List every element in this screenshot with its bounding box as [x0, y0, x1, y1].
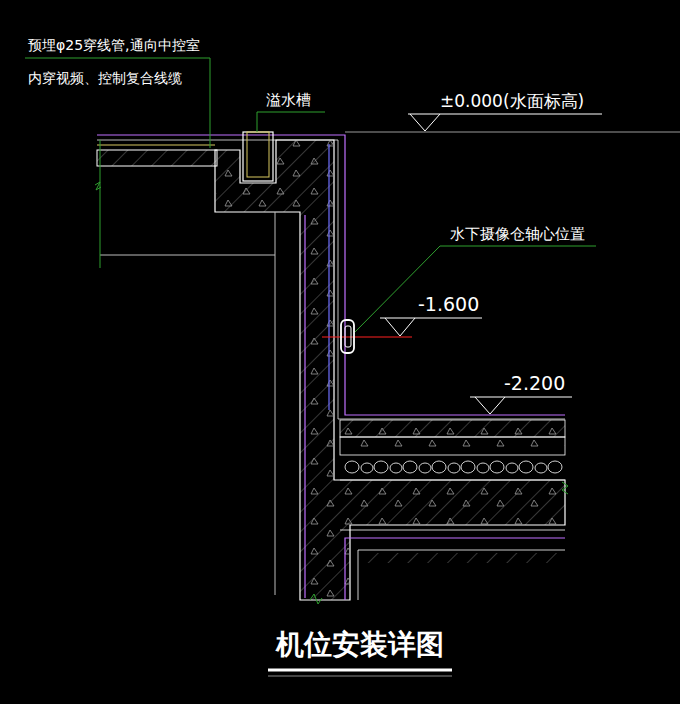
waterproof-layers	[97, 135, 565, 600]
gravel-layer-part	[390, 463, 402, 473]
concrete-structure	[97, 140, 565, 600]
part-name: 水下摄像仓轴心位置	[450, 226, 585, 243]
leader-lines-part	[257, 112, 325, 132]
gravel-layer-part	[519, 461, 533, 473]
cable-note: 内穿视频、控制复合线缆	[28, 71, 182, 86]
title-underline-part	[268, 676, 452, 677]
drawing-title: 机位安装详图	[276, 630, 444, 661]
elevation-value: -1.600	[418, 294, 479, 315]
concrete-structure-part	[215, 140, 565, 600]
overflow-gutter-part	[243, 132, 273, 181]
elevation-label: ±0.000(水面标高)	[440, 92, 584, 111]
building-lines-part	[275, 212, 276, 595]
leader-lines	[25, 58, 596, 332]
waterproof-layers-part	[328, 144, 329, 410]
waterproof-layers-part	[97, 140, 565, 419]
gravel-layer-part	[340, 480, 565, 481]
waterproof-layers-part	[358, 550, 565, 600]
leader-lines-part	[355, 246, 596, 332]
building-lines-part	[562, 482, 568, 494]
waterproof-layers-part	[97, 144, 215, 145]
concrete-structure-part	[340, 437, 565, 455]
waterproof-layers-part	[345, 538, 565, 600]
conduit-note: 预埋φ25穿线管,通向中控室	[28, 38, 200, 53]
waterproof-layers-part	[97, 135, 565, 415]
elevation-markers	[380, 114, 602, 414]
gravel-layer-part	[461, 461, 475, 473]
building-lines	[95, 140, 568, 604]
gravel-layer-part	[403, 461, 417, 473]
underwater-camera-part	[322, 336, 412, 337]
gravel-layer-part	[361, 463, 373, 473]
building-lines-part	[100, 140, 101, 268]
gravel-layer	[340, 461, 565, 480]
gravel-layer-part	[548, 461, 562, 473]
gravel-layer-part	[506, 463, 518, 473]
part-name: 溢水槽	[266, 92, 311, 109]
title-underline-part	[268, 669, 452, 672]
gravel-layer-part	[490, 461, 504, 473]
elevation-markers-part	[385, 318, 415, 336]
concrete-structure-part	[97, 150, 217, 166]
elevation-markers-part	[380, 318, 482, 319]
gravel-layer-part	[419, 463, 431, 473]
underwater-camera-part	[341, 320, 354, 353]
gravel-layer-part	[345, 461, 359, 473]
gravel-layer-part	[535, 463, 547, 473]
elevation-value: -2.200	[504, 373, 565, 394]
elevation-markers-part	[408, 114, 602, 115]
waterproof-layers-part	[304, 215, 305, 598]
gravel-layer-part	[374, 461, 388, 473]
elevation-markers-part	[475, 397, 505, 414]
soil-hatch	[360, 553, 565, 563]
building-lines-part	[100, 255, 275, 256]
leader-lines-part	[25, 58, 210, 148]
elevation-markers-part	[410, 114, 440, 131]
water-surface	[345, 132, 680, 133]
water-surface-part	[345, 132, 680, 133]
soil-hatch-part	[360, 553, 565, 563]
concrete-structure-part	[340, 420, 565, 437]
elevation-markers-part	[470, 397, 572, 398]
concrete-structure-part	[215, 140, 565, 600]
waterproof-layers-part	[340, 530, 565, 531]
building-lines-part	[310, 594, 322, 604]
overflow-gutter-part	[247, 132, 269, 177]
title-underline	[268, 670, 452, 676]
building-lines-part	[95, 182, 101, 190]
underwater-camera	[322, 320, 412, 353]
gravel-layer-part	[477, 463, 489, 473]
concrete-structure-part	[340, 437, 565, 455]
overflow-gutter	[243, 132, 273, 181]
underwater-camera-part	[345, 326, 351, 347]
concrete-structure-part	[340, 420, 565, 437]
gravel-layer-part	[448, 463, 460, 473]
gravel-layer-part	[432, 461, 446, 473]
